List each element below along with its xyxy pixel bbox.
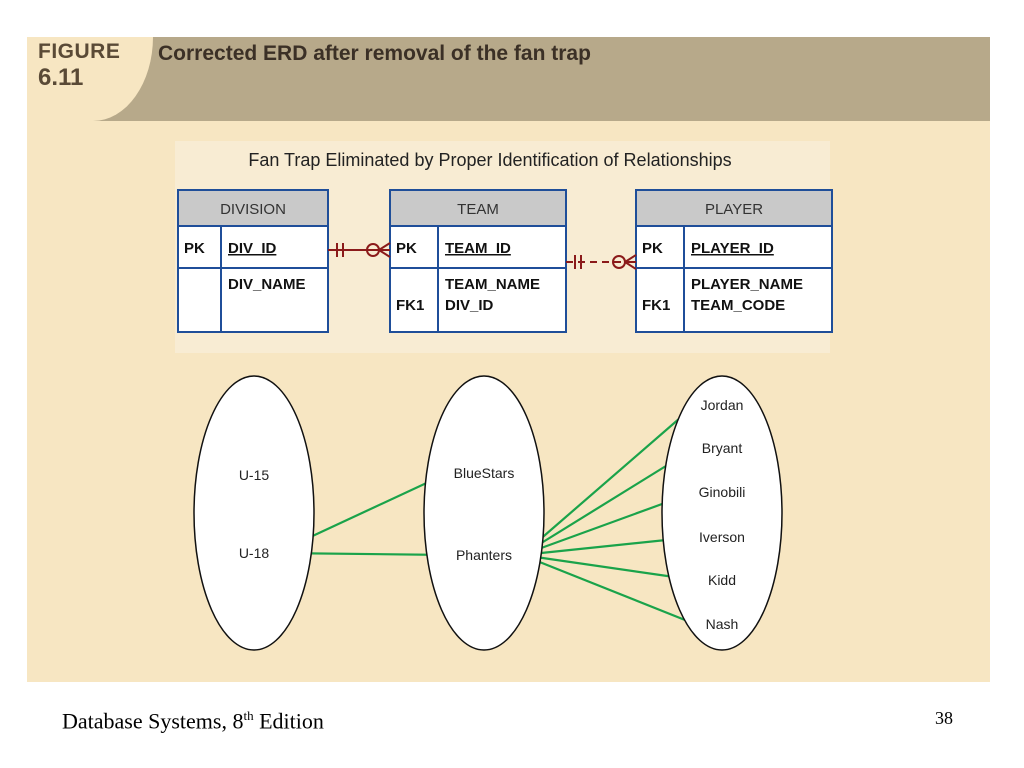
set-item-ginobili: Ginobili [699,484,746,500]
entity-player: PLAYER PK PLAYER_ID PLAYER_NAME TEAM_CODE FK1 [635,189,833,333]
link-phanters-jordan [521,404,696,556]
set-item-bluestars: BlueStars [454,465,515,481]
field-name: DIV_ID [445,297,494,314]
diagram-title: Fan Trap Eliminated by Proper Identifica… [248,150,731,170]
set-ellipse [423,375,545,651]
link-phanters-kidd [521,553,696,582]
instance-set: U-15U-18 [193,375,315,651]
entity-header [179,191,327,226]
set-item-kidd: Kidd [708,572,736,588]
crowfoot [624,254,637,263]
crowfoot [624,261,637,270]
entity-name: TEAM [457,201,499,218]
footer-edition: Edition [253,708,324,734]
key-label: FK1 [396,297,424,314]
set-item-u-15: U-15 [239,467,270,483]
key-label: PK [184,240,205,257]
footer-book-title: Database Systems, 8th Edition [62,708,324,734]
set-item-phanters: Phanters [456,547,512,563]
entity-header [637,191,831,226]
field-name: PLAYER_ID [691,240,774,257]
entity-team: TEAM PK TEAM_ID TEAM_NAME DIV_ID FK1 [389,189,567,333]
crowfoot [378,242,391,251]
page-number: 38 [935,708,953,728]
set-item-bryant: Bryant [702,440,743,456]
entity-header [391,191,565,226]
figure-header [27,37,990,121]
relationship-line [328,242,391,258]
entity-name: DIVISION [220,201,286,218]
crowfoot [378,249,391,258]
field-name: PLAYER_NAME [691,276,803,293]
field-name: TEAM_CODE [691,297,785,314]
entity-division: DIVISION PK DIV_ID DIV_NAME [177,189,329,333]
figure-label: FIGURE [38,40,121,63]
set-item-nash: Nash [706,616,739,632]
figure-number: 6.11 [38,64,84,91]
footer-book: Database Systems, 8 [62,708,244,734]
field-name: TEAM_NAME [445,276,540,293]
field-name: DIV_NAME [228,276,306,293]
key-label: PK [642,240,663,257]
set-item-u-18: U-18 [239,545,270,561]
link-phanters-nash [521,553,696,626]
key-label: PK [396,240,417,257]
set-item-iverson: Iverson [699,529,745,545]
field-name: TEAM_ID [445,240,511,257]
set-item-jordan: Jordan [701,397,744,413]
key-label: FK1 [642,297,670,314]
footer-sup: th [243,708,254,723]
set-ellipse [193,375,315,651]
figure-title: Corrected ERD after removal of the fan t… [158,42,591,65]
set-ellipse [661,375,783,651]
relationship-line [566,254,637,270]
relationships [328,242,637,270]
field-name: DIV_ID [228,240,277,257]
entity-name: PLAYER [705,201,763,218]
